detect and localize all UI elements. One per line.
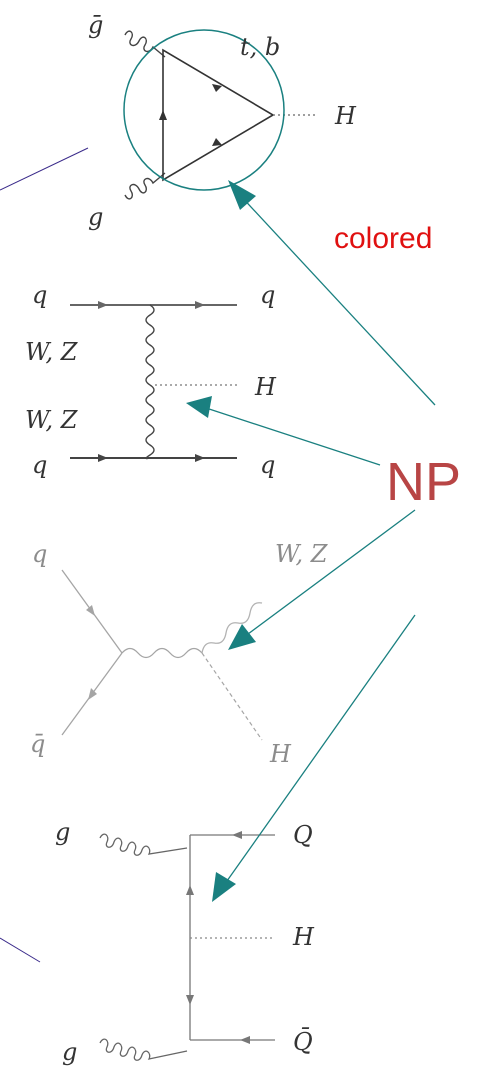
label-gluon-top: ḡ bbox=[88, 11, 103, 39]
label-gluon-bottom: g bbox=[88, 203, 103, 231]
np-arrowhead-associated bbox=[212, 872, 236, 902]
gluon-line-top bbox=[124, 30, 166, 58]
quark-arrow-bottom-out bbox=[195, 454, 205, 462]
boson-line-out bbox=[201, 602, 263, 654]
np-arrowhead-vbf bbox=[186, 396, 212, 418]
quark-arrow-top-in bbox=[98, 301, 108, 309]
label-gluon-top: g bbox=[55, 818, 70, 846]
diagram-vbf: q q W, Z H W, Z q q bbox=[25, 281, 277, 479]
label-colored: colored bbox=[334, 222, 432, 255]
boson-line-top bbox=[145, 304, 155, 386]
label-gluon-bottom: g bbox=[62, 1038, 77, 1066]
diagram-associated-production: g g Q H Q̄ bbox=[55, 818, 315, 1066]
label-quark-out: Q bbox=[293, 821, 313, 849]
gluon-line-bottom bbox=[99, 1038, 188, 1061]
boson-line-propagator bbox=[121, 647, 203, 659]
gluon-line-top bbox=[99, 833, 188, 856]
diagram-gluon-fusion: ḡ g t, b H bbox=[88, 11, 357, 231]
label-quark-out-top: q bbox=[260, 281, 275, 309]
label-boson-top: W, Z bbox=[25, 338, 79, 366]
np-arrowhead-gluon-fusion bbox=[228, 180, 256, 210]
np-arrow-to-gluon-fusion bbox=[237, 192, 436, 406]
label-higgs: H bbox=[254, 373, 277, 401]
gluon-line-bottom bbox=[124, 172, 166, 200]
np-arrow-to-vbf bbox=[199, 405, 381, 466]
np-annotations: colored NP bbox=[186, 180, 461, 902]
np-arrow-to-higgsstrahlung bbox=[239, 509, 416, 641]
loop-arrow-left bbox=[159, 110, 167, 120]
side-line-top bbox=[0, 147, 89, 191]
quark-loop bbox=[162, 48, 275, 182]
label-boson-bottom: W, Z bbox=[25, 406, 79, 434]
label-quark-in-bottom: q bbox=[32, 451, 47, 479]
quark-arrow-top-out bbox=[195, 301, 205, 309]
diagram-higgsstrahlung: q q̄ W, Z H bbox=[30, 540, 329, 768]
quark-arrow-vertical-top bbox=[186, 885, 194, 895]
label-boson-out: W, Z bbox=[275, 540, 329, 568]
label-loop-quarks: t, b bbox=[240, 33, 280, 61]
quark-arrow-in bbox=[86, 605, 95, 616]
highlight-circle bbox=[123, 29, 285, 191]
label-np: NP bbox=[386, 452, 461, 512]
label-antiquark-in: q̄ bbox=[30, 730, 45, 758]
np-arrow-to-associated bbox=[221, 614, 416, 889]
quark-arrow-out-bottom bbox=[240, 1036, 250, 1044]
quark-arrow-out-top bbox=[232, 831, 242, 839]
boson-line-bottom bbox=[145, 384, 155, 460]
quark-arrow-bottom-in bbox=[98, 454, 108, 462]
label-higgs: H bbox=[334, 102, 357, 130]
label-higgs: H bbox=[292, 923, 315, 951]
label-higgs: H bbox=[269, 740, 292, 768]
quark-arrow-vertical-bottom bbox=[186, 995, 194, 1005]
loop-arrow-top bbox=[212, 84, 222, 92]
label-quark-out-bottom: q bbox=[260, 451, 275, 479]
np-arrowhead-higgsstrahlung bbox=[228, 624, 256, 650]
higgs-line bbox=[201, 652, 263, 741]
antiquark-arrow-in bbox=[88, 688, 97, 700]
side-line-bottom bbox=[0, 937, 41, 963]
loop-arrow-bottom bbox=[212, 138, 222, 146]
label-antiquark-out: Q̄ bbox=[293, 1028, 313, 1056]
label-quark-in: q bbox=[32, 540, 47, 568]
label-quark-in-top: q bbox=[32, 281, 47, 309]
